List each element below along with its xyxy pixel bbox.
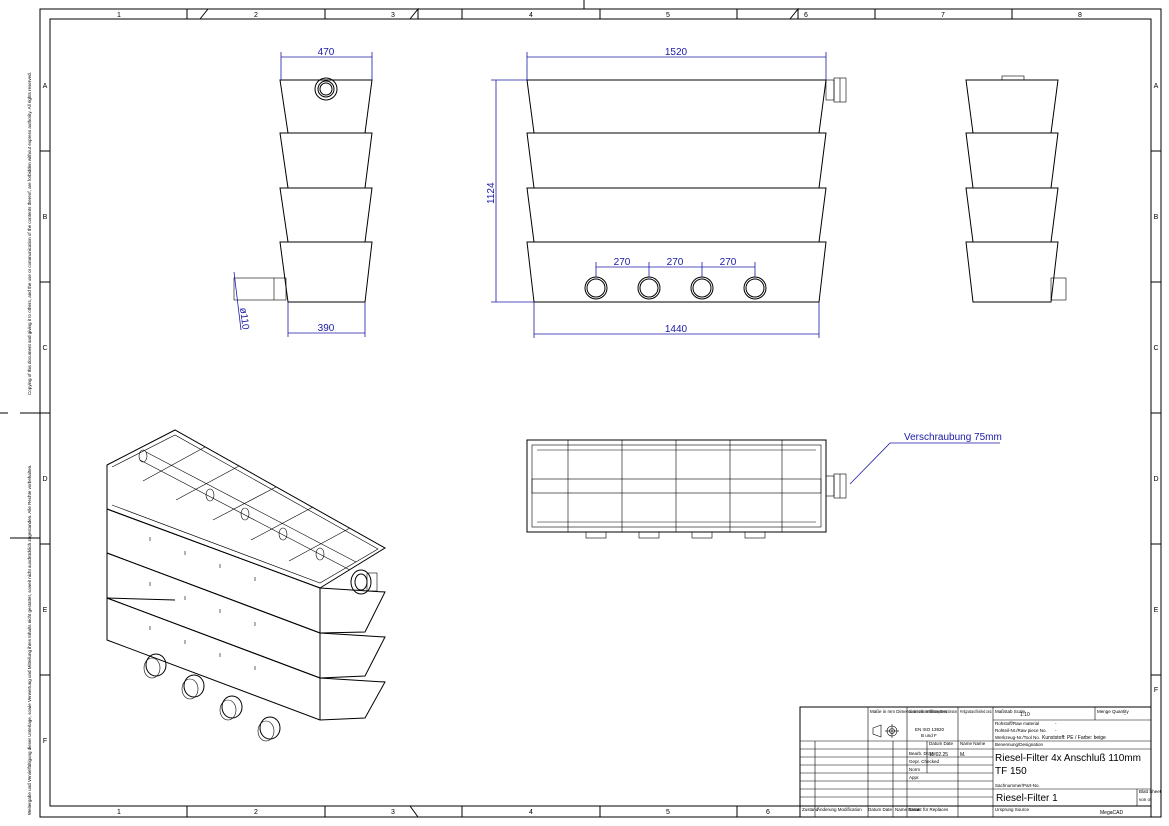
tb-designation-label: Benennung/Designation (995, 742, 1044, 747)
tb-raw-piece-label: Rohteil-Nr./Raw piece No. (995, 728, 1047, 733)
tb-part-no: Riesel-Filter 1 (996, 793, 1058, 804)
grid-row-d: D (42, 476, 47, 483)
grid-row-a: A (43, 83, 48, 90)
tb-raw-piece-value: - (1055, 728, 1057, 733)
grid-col-3: 3 (391, 12, 395, 19)
dim-front-top: 1520 (665, 47, 688, 58)
dim-side-top: 470 (318, 47, 335, 58)
grid-col-7: 7 (941, 12, 945, 19)
tb-title-line2: TF 150 (995, 766, 1027, 777)
tb-quantity-value: - (1124, 712, 1126, 718)
grid-col-4: 4 (529, 12, 533, 19)
dim-pitch-1: 270 (614, 257, 631, 268)
front-outlet-2 (637, 276, 661, 300)
grid-col-2-bottom: 2 (254, 809, 258, 816)
front-outlet-1 (584, 276, 608, 300)
title-block: Maße in mm Dimensions in millimeters Zul… (799, 706, 1162, 818)
grid-row-c-right: C (1153, 345, 1158, 352)
dim-pitch-2: 270 (667, 257, 684, 268)
tb-sheet-label: Blatt Sheet (1139, 789, 1162, 794)
grid-col-5-bottom: 5 (666, 809, 670, 816)
tb-drawn-label: Bearb. Drawn (909, 751, 937, 756)
side-view-left (233, 77, 373, 303)
top-view (526, 439, 847, 539)
tb-drawn-date: 11.02.25 (929, 752, 948, 758)
tb-rev-name-label: Name Name (895, 807, 921, 812)
grid-row-c: C (42, 345, 47, 352)
grid-col-6-bottom: 6 (766, 809, 770, 816)
grid-col-8: 8 (1078, 12, 1082, 19)
grid-row-b-right: B (1154, 214, 1159, 221)
side-notice-german: Weitergabe und Vervielfältigung dieser U… (27, 465, 32, 815)
tb-sheet-of-label: von of (1139, 797, 1152, 802)
tb-standard: EN ISO 13920 (915, 727, 945, 732)
tb-part-no-label: Sachnummer/Part-No. (995, 783, 1040, 788)
grid-col-1-bottom: 1 (117, 809, 121, 816)
fitting-label: Verschraubung 75mm (904, 432, 1002, 443)
projection-symbol-icon (872, 724, 899, 738)
tb-material-value: Kunststoff: PE / Farbe: beige (1042, 735, 1106, 741)
dim-side-bottom: 390 (318, 323, 335, 334)
tb-name-label: Name Name (960, 741, 986, 746)
front-outlet-4 (743, 276, 767, 300)
tb-norm-label: Norm (909, 767, 920, 772)
front-view-dimensions: 1520 1124 270 270 270 1440 (486, 47, 827, 338)
grid-col-2: 2 (254, 12, 258, 19)
front-outlet-3 (690, 276, 714, 300)
side-view-dimensions: 470 390 ø110 (233, 47, 373, 337)
iso-outlet-3 (219, 695, 243, 721)
grid-row-a-right: A (1154, 83, 1159, 90)
tb-title-line1: Riesel-Filter 4x Anschluß 110mm (995, 753, 1141, 764)
iso-outlet-1 (143, 653, 167, 679)
dim-front-height: 1124 (486, 182, 497, 204)
iso-outlet-2 (181, 674, 205, 700)
grid-col-5: 5 (666, 12, 670, 19)
tb-raw-material-label: Rohstoff/Raw material (995, 721, 1039, 726)
tb-drawn-name: M. (960, 752, 966, 758)
tb-dims-note: Maße in mm Dimensions in millimeters (870, 709, 948, 714)
tb-revision-label: Änderung Modification (817, 806, 862, 812)
grid-col-4-bottom: 4 (529, 809, 533, 816)
tb-quantity-label: Menge Quantity (1097, 709, 1130, 714)
tb-replaces-label: Ersatz für Replaces (909, 807, 949, 812)
tb-standard-class: B und F (921, 733, 937, 738)
tb-tolerance-note: Zul. Abw. f. Maße ohne Toleranzang. Gene… (909, 709, 957, 714)
tb-software: MegaCAD (1100, 810, 1123, 816)
grid-row-f-right: F (1154, 687, 1158, 694)
front-view (526, 77, 847, 303)
tb-rev-state-label: Zustand (802, 807, 819, 812)
grid-row-f: F (43, 738, 47, 745)
tb-rev-date-label: Datum Date (868, 807, 893, 812)
grid-col-3-bottom: 3 (391, 809, 395, 816)
tb-checked-label: Gepr. Checked (909, 759, 940, 764)
grid-row-d-right: D (1153, 476, 1158, 483)
tb-raw-material-value: - (1055, 721, 1057, 726)
tb-scale-label: Maßstab Scale (995, 709, 1026, 714)
grid-col-6: 6 (804, 12, 808, 19)
tb-date-label: Datum Date (929, 741, 954, 746)
iso-outlet-4 (257, 716, 281, 742)
grid-row-b: B (43, 214, 48, 221)
dim-front-bottom: 1440 (665, 324, 688, 335)
side-notice-english: Copying of this document and giving it t… (27, 72, 32, 395)
grid-row-e-right: E (1154, 607, 1159, 614)
grid-row-e: E (43, 607, 48, 614)
grid-col-1: 1 (117, 12, 121, 19)
side-view-right (965, 75, 1067, 303)
isometric-view (106, 429, 386, 742)
tb-tool-label: Werkzeug-Nr./Tool No. (995, 735, 1040, 740)
tb-approved-label: Appr. (909, 775, 920, 780)
tb-origin-label: Ursprung Source (995, 807, 1030, 812)
fitting-callout: Verschraubung 75mm (849, 432, 1002, 485)
tb-scale-value: 1:10 (1020, 712, 1030, 718)
dim-pitch-3: 270 (720, 257, 737, 268)
tb-surface-note: Fertigzustand finished cond. (960, 709, 992, 714)
dim-pipe-diameter: ø110 (237, 307, 251, 331)
